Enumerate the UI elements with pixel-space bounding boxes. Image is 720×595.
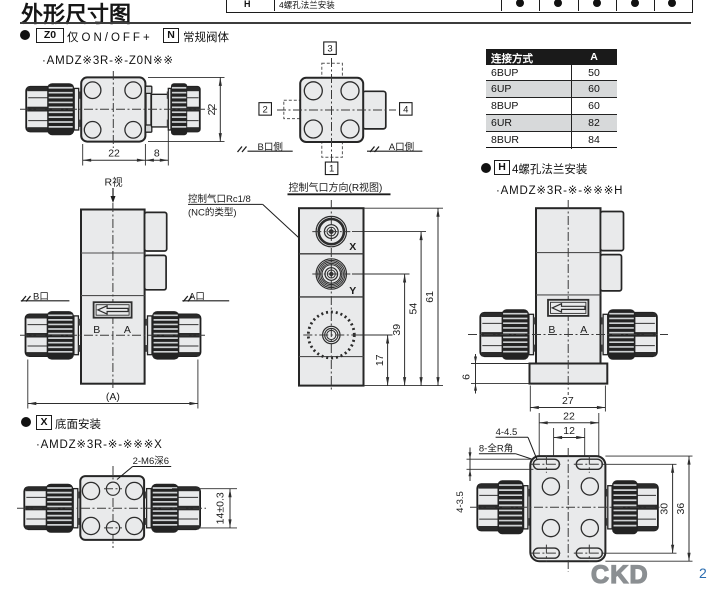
- svg-text:17: 17: [374, 354, 386, 366]
- svg-text:2: 2: [263, 104, 268, 115]
- svg-text:控制气口Rc1/8: 控制气口Rc1/8: [188, 193, 251, 205]
- svg-text:Y: Y: [349, 285, 356, 297]
- svg-text:39: 39: [391, 324, 403, 336]
- svg-text:(A): (A): [106, 391, 120, 403]
- svg-text:22: 22: [206, 104, 218, 116]
- svg-text:4-4.5: 4-4.5: [496, 427, 518, 438]
- svg-text:54: 54: [407, 303, 419, 315]
- svg-text:1: 1: [329, 164, 334, 175]
- svg-text:A口: A口: [189, 292, 205, 303]
- svg-text:3: 3: [327, 44, 332, 55]
- svg-text:B口側: B口側: [258, 141, 283, 153]
- svg-text:27: 27: [562, 395, 574, 407]
- svg-text:2-M6深6: 2-M6深6: [133, 456, 169, 467]
- svg-text:R视: R视: [105, 176, 124, 189]
- svg-text:61: 61: [424, 291, 436, 303]
- svg-text:B: B: [548, 324, 555, 336]
- svg-text:4: 4: [403, 104, 408, 115]
- svg-text:4-3.5: 4-3.5: [455, 491, 466, 513]
- svg-text:控制气口方向(R视图): 控制气口方向(R视图): [289, 181, 383, 194]
- svg-text:22: 22: [108, 148, 120, 160]
- svg-text:X: X: [349, 241, 356, 253]
- svg-text:30: 30: [659, 503, 671, 515]
- svg-text:(NC的类型): (NC的类型): [188, 206, 237, 218]
- svg-text:8: 8: [154, 148, 160, 160]
- svg-text:B口: B口: [33, 292, 49, 303]
- svg-text:A口側: A口側: [389, 141, 414, 153]
- svg-text:A: A: [580, 324, 587, 336]
- svg-text:A: A: [124, 324, 131, 336]
- svg-text:14±0.3: 14±0.3: [215, 492, 227, 524]
- svg-text:B: B: [93, 324, 100, 336]
- svg-text:8-全R角: 8-全R角: [479, 443, 513, 455]
- svg-text:36: 36: [675, 503, 687, 515]
- svg-text:6: 6: [461, 374, 473, 380]
- svg-text:22: 22: [563, 411, 575, 423]
- svg-text:12: 12: [563, 425, 575, 437]
